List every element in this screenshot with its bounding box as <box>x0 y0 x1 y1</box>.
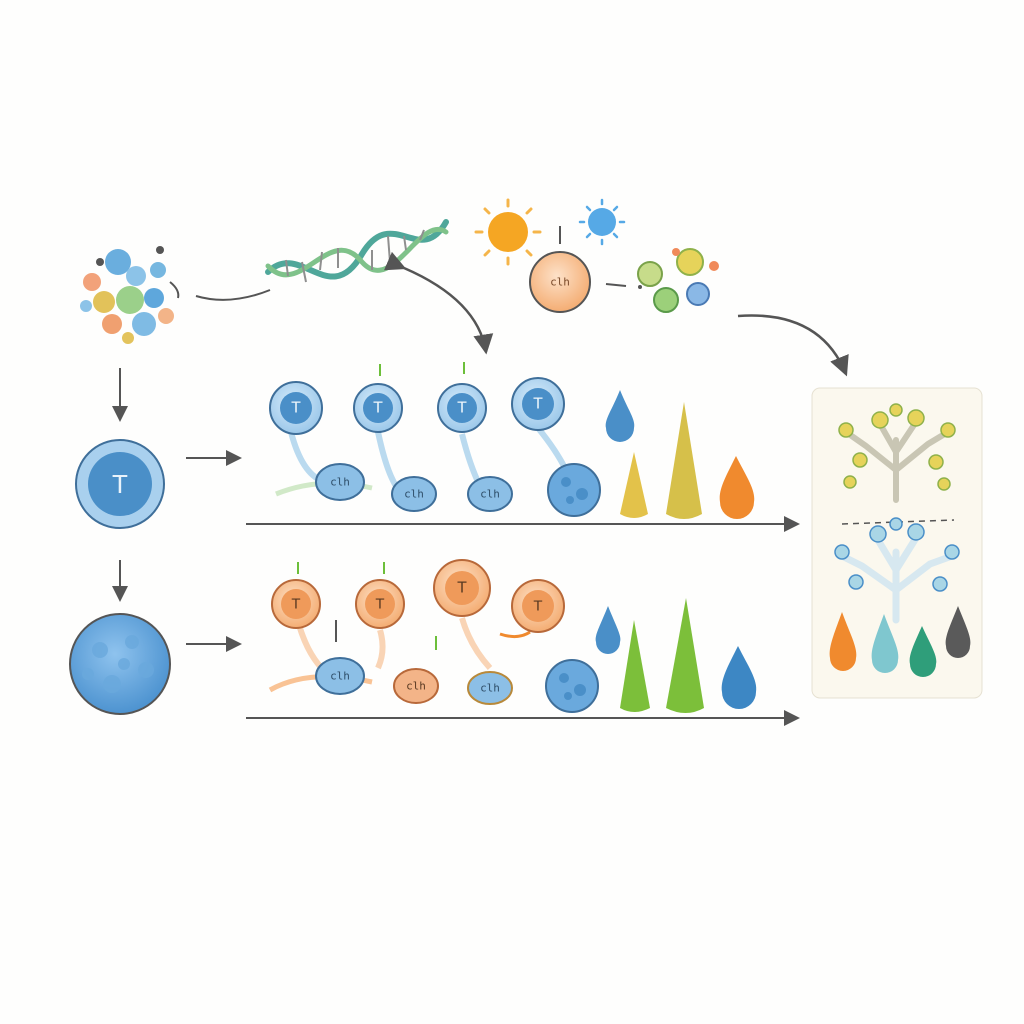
sun-icon <box>474 198 542 266</box>
yellow-spike <box>620 452 648 518</box>
row-orange-tcells: T T T T clh clh <box>246 559 800 726</box>
green-drop <box>909 626 937 677</box>
t-cell: T <box>353 364 403 488</box>
t-cell-label: T <box>291 400 301 417</box>
target-cell: clh <box>393 668 439 704</box>
t-cell: T <box>355 579 405 670</box>
t-cell-label: T <box>533 396 543 413</box>
t-cell-label: T <box>375 596 384 613</box>
dna-feedback-arrow <box>383 251 494 355</box>
blue-drop <box>721 646 757 709</box>
t-cell-label: T <box>457 580 467 597</box>
teal-drop <box>871 614 899 673</box>
t-cell: T <box>433 559 493 671</box>
antigen-cell-label: clh <box>550 276 570 289</box>
t-cell: T <box>271 579 332 679</box>
t-cell-label: T <box>291 596 300 613</box>
tumor-target-cell <box>547 463 601 517</box>
t-cell: T <box>437 362 487 488</box>
target-cell-label: clh <box>480 488 500 501</box>
target-cell-label: clh <box>480 682 500 695</box>
tumor-target-cell <box>545 659 599 713</box>
dna-helix-icon <box>265 219 449 283</box>
antigen-cell: clh <box>529 251 591 313</box>
small-sun-icon <box>578 198 626 246</box>
yellow-spike <box>666 402 702 519</box>
naive-t-cell: T <box>75 439 165 529</box>
target-cell-label: clh <box>330 670 350 683</box>
t-cell-label: T <box>533 598 542 615</box>
orange-drop <box>719 456 755 519</box>
target-cell: clh <box>391 476 437 512</box>
green-spike <box>666 598 704 713</box>
target-cell-label: clh <box>406 680 426 693</box>
microbe-to-panel-arrow <box>737 314 849 377</box>
molecule-cluster-icon <box>80 246 180 344</box>
target-cell-label: clh <box>404 488 424 501</box>
target-cell: clh <box>315 657 365 695</box>
row-blue-tcells: T T T T clh clh <box>246 362 800 532</box>
lineage-panel <box>811 387 983 699</box>
target-cell-label: clh <box>330 476 350 489</box>
lineage-tree-icon <box>834 403 960 624</box>
naive-t-cell-label: T <box>112 469 128 499</box>
tumor-cell <box>69 613 171 715</box>
microbe-cluster-icon <box>637 248 719 313</box>
green-spike <box>620 620 650 712</box>
t-cell-label: T <box>373 400 383 417</box>
antigen-microbe-connector <box>605 283 627 287</box>
cluster-dna-connector <box>195 289 271 301</box>
target-cell: clh <box>315 463 365 501</box>
blue-drop <box>605 390 635 442</box>
target-cell: clh <box>467 671 513 705</box>
gray-drop <box>945 606 971 658</box>
t-cell: T <box>499 579 565 639</box>
t-cell-label: T <box>457 400 467 417</box>
target-cell: clh <box>467 476 513 512</box>
orange-drop <box>829 612 857 671</box>
blue-drop <box>595 606 621 654</box>
t-cell: T <box>269 381 323 483</box>
t-cell: T <box>511 377 569 472</box>
